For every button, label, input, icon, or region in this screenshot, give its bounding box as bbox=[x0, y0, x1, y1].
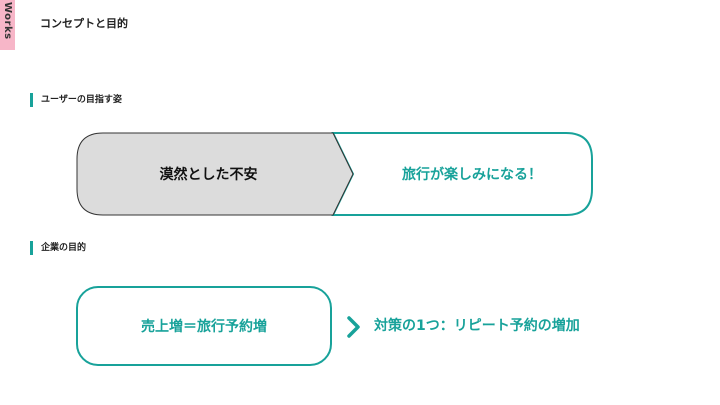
before-state-label: 漠然とした不安 bbox=[159, 167, 258, 183]
works-side-tab: Works bbox=[0, 0, 15, 50]
page-title: コンセプトと目的 bbox=[40, 17, 128, 30]
section-heading-company-goal: 企業の目的 bbox=[30, 241, 86, 255]
goal-pill-label: 売上増＝旅行予約増 bbox=[141, 319, 267, 335]
chevron-right-icon bbox=[347, 316, 360, 338]
section-heading-user-goal: ユーザーの目指す姿 bbox=[30, 93, 122, 107]
after-state-label: 旅行が楽しみになる！ bbox=[402, 167, 542, 183]
after-box-shape bbox=[331, 132, 593, 216]
works-tab-label: Works bbox=[2, 2, 13, 40]
goal-pill: 売上増＝旅行予約増 bbox=[76, 286, 332, 366]
measure-label: 対策の1つ：リピート予約の増加 bbox=[374, 318, 580, 334]
before-arrow-shape bbox=[76, 132, 354, 216]
